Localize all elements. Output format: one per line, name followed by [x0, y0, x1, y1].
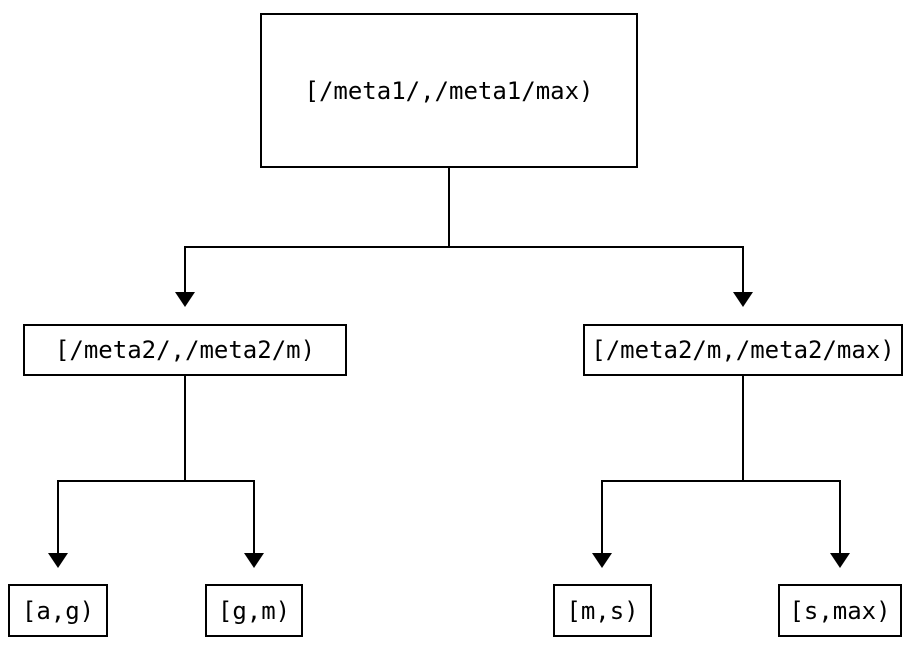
node-leaf-ag-label: [a,g) [21, 596, 95, 625]
node-leaf-smax-label: [s,max) [789, 596, 891, 625]
edge-right-split [601, 376, 841, 553]
node-leaf-ms: [m,s) [553, 584, 652, 637]
node-leaf-gm: [g,m) [205, 584, 303, 637]
arrowhead-down-icon [48, 553, 68, 568]
node-meta2-right-label: [/meta2/m,/meta2/max) [591, 336, 895, 364]
arrowhead-down-icon [733, 292, 753, 307]
node-root: [/meta1/,/meta1/max) [260, 13, 638, 168]
node-leaf-ag: [a,g) [8, 584, 108, 637]
node-meta2-right: [/meta2/m,/meta2/max) [583, 324, 903, 376]
node-leaf-ms-label: [m,s) [566, 596, 639, 625]
arrowhead-down-icon [830, 553, 850, 568]
edge-root-split [184, 168, 744, 292]
node-meta2-left: [/meta2/,/meta2/m) [23, 324, 347, 376]
node-root-label: [/meta1/,/meta1/max) [304, 76, 594, 105]
arrowhead-down-icon [244, 553, 264, 568]
edge-left-split [57, 376, 255, 553]
node-meta2-left-label: [/meta2/,/meta2/m) [54, 336, 316, 364]
arrowhead-down-icon [592, 553, 612, 568]
node-leaf-smax: [s,max) [778, 584, 902, 637]
node-leaf-gm-label: [g,m) [217, 596, 291, 625]
arrowhead-down-icon [175, 292, 195, 307]
